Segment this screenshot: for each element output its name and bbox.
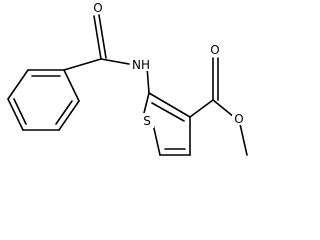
carbonyl-oxygen-label: O: [93, 1, 102, 15]
bond: [98, 14, 107, 59]
bonds: [7, 14, 248, 156]
thiophene-sulfur-label: S: [143, 114, 151, 128]
bond: [93, 15, 102, 60]
atom-labels: O NH O O S: [91, 0, 246, 128]
bond: [148, 92, 191, 118]
amide-nh-label: NH: [132, 58, 150, 72]
bond: [58, 100, 80, 131]
bond: [7, 69, 29, 100]
bond: [239, 123, 248, 156]
ester-oxygen-label: O: [234, 112, 243, 126]
bond: [152, 123, 161, 156]
ester-carbonyl-oxygen-label: O: [210, 43, 219, 57]
bond: [212, 99, 235, 118]
bond-inner: [55, 100, 73, 125]
bond: [63, 58, 102, 71]
bond: [63, 69, 80, 102]
bond: [189, 99, 214, 118]
bond-inner: [151, 102, 185, 122]
bond: [146, 66, 150, 94]
bond: [100, 58, 130, 65]
bond: [7, 98, 24, 131]
structure-diagram: O NH O O S: [7, 0, 248, 156]
bond-inner: [13, 98, 27, 125]
